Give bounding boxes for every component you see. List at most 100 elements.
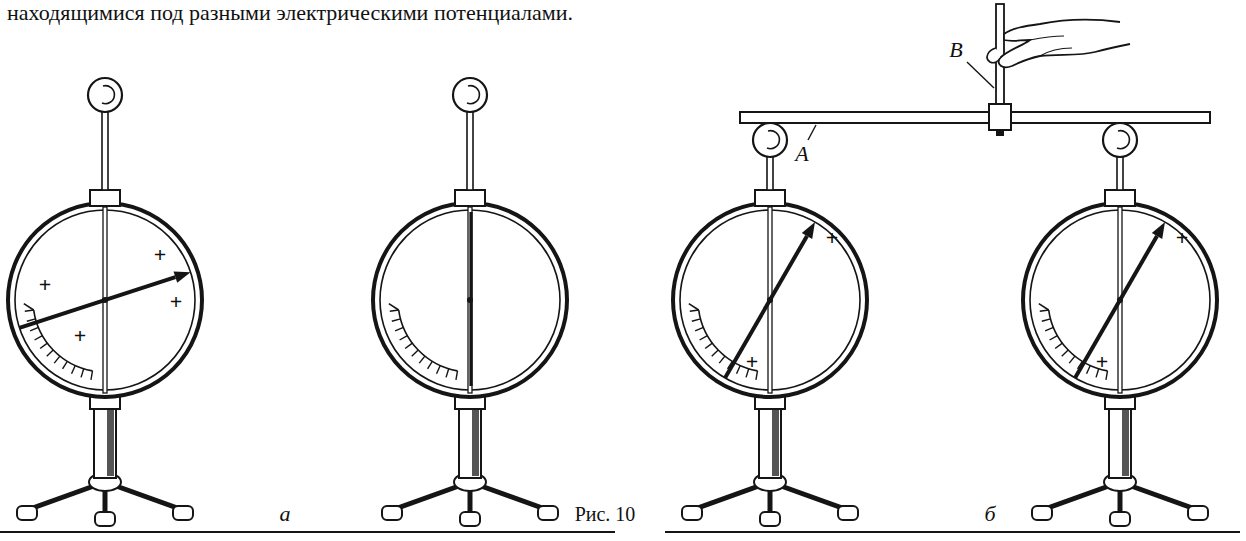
charge-sign: + bbox=[746, 350, 759, 374]
part-label: A bbox=[795, 142, 808, 166]
case-ring bbox=[1023, 203, 1217, 397]
text-line: находящимися под разными электрическими … bbox=[7, 1, 573, 25]
needle-arrowhead bbox=[802, 222, 815, 239]
hand-finger bbox=[987, 48, 1000, 63]
charge-sign: + bbox=[74, 324, 87, 348]
scale-tick bbox=[35, 336, 43, 340]
electrometer bbox=[8, 78, 202, 526]
scale-tick bbox=[405, 343, 412, 348]
scale-tick bbox=[1050, 336, 1058, 340]
tripod-foot bbox=[95, 512, 115, 526]
scale-tick bbox=[437, 366, 441, 374]
scale-tick bbox=[47, 350, 53, 356]
charge-sign: + bbox=[1096, 350, 1109, 374]
tripod-foot bbox=[1188, 506, 1208, 520]
conductor-ball bbox=[1103, 123, 1137, 157]
tripod-foot bbox=[460, 512, 480, 526]
tripod-foot bbox=[760, 512, 780, 526]
scale-arc bbox=[399, 310, 458, 371]
scale-tick bbox=[737, 366, 741, 374]
scale-tick bbox=[27, 319, 36, 321]
scale-tick bbox=[54, 356, 60, 363]
holder-rod bbox=[468, 207, 472, 393]
scale-tick bbox=[91, 371, 93, 380]
scale-tick bbox=[700, 336, 708, 340]
scale-tick bbox=[428, 361, 433, 369]
panel-letter: б bbox=[984, 502, 995, 526]
scale-tick bbox=[1069, 356, 1075, 363]
scale-tick bbox=[456, 371, 458, 380]
scale-tick bbox=[81, 369, 84, 378]
scale-tick bbox=[400, 336, 408, 340]
tripod-foot bbox=[538, 506, 558, 520]
needle-pivot bbox=[767, 297, 773, 303]
scale-tick bbox=[695, 327, 703, 330]
charge-sign: + bbox=[154, 243, 167, 267]
case-ring bbox=[673, 203, 867, 397]
electrometer bbox=[1023, 123, 1217, 526]
stand-shade bbox=[1122, 410, 1129, 476]
scale-end bbox=[1039, 304, 1049, 310]
ball-stem bbox=[102, 110, 108, 190]
electrometer bbox=[673, 123, 867, 526]
scale-tick bbox=[395, 327, 403, 330]
case-ring bbox=[373, 203, 567, 397]
part-label: B bbox=[949, 38, 962, 62]
ball-highlight bbox=[102, 86, 114, 104]
ball-highlight bbox=[767, 131, 779, 149]
ground-line bbox=[0, 531, 615, 533]
top-fitting bbox=[755, 190, 785, 206]
scale-tick bbox=[25, 310, 34, 311]
scale-tick bbox=[412, 350, 418, 356]
charge-sign: + bbox=[39, 273, 52, 297]
tripod-foot bbox=[382, 506, 402, 520]
stand-stem bbox=[759, 408, 781, 478]
scale-tick bbox=[1040, 310, 1049, 311]
scale-end bbox=[24, 304, 34, 310]
clamp-screw bbox=[996, 130, 1004, 136]
electrometer bbox=[373, 78, 567, 526]
tripod-foot bbox=[1110, 512, 1130, 526]
needle-arrowhead bbox=[174, 271, 191, 282]
stand-stem bbox=[1109, 408, 1131, 478]
leader-line bbox=[967, 62, 994, 88]
leader-line bbox=[808, 125, 816, 140]
tripod-foot bbox=[1032, 506, 1052, 520]
needle-pivot bbox=[1117, 297, 1123, 303]
hand bbox=[999, 20, 1130, 67]
ground-line bbox=[665, 531, 1240, 533]
scale-tick bbox=[72, 366, 76, 374]
conductor-ball bbox=[753, 123, 787, 157]
charge-sign: + bbox=[1176, 226, 1189, 250]
ball-stem bbox=[467, 110, 473, 190]
charge-sign: + bbox=[170, 290, 183, 314]
scale-tick bbox=[1062, 350, 1068, 356]
needle-pivot bbox=[467, 297, 473, 303]
scale-tick bbox=[712, 350, 718, 356]
panel-letter: а bbox=[280, 502, 291, 526]
ball-stem bbox=[767, 155, 773, 190]
scale-tick bbox=[30, 327, 38, 330]
conductor-ball bbox=[88, 78, 122, 112]
ball-highlight bbox=[1117, 131, 1129, 149]
tripod-foot bbox=[17, 506, 37, 520]
scale-tick bbox=[705, 343, 712, 348]
scale-tick bbox=[1087, 366, 1091, 374]
case-glass bbox=[380, 210, 560, 390]
case-ring bbox=[8, 203, 202, 397]
tripod-foot bbox=[682, 506, 702, 520]
scale-tick bbox=[1055, 343, 1062, 348]
hand-crease bbox=[1030, 36, 1072, 56]
top-fitting bbox=[90, 190, 120, 206]
ball-stem bbox=[1117, 155, 1123, 190]
needle bbox=[725, 236, 807, 378]
scale-tick bbox=[392, 319, 401, 321]
stand-shade bbox=[772, 410, 779, 476]
scale-tick bbox=[1042, 319, 1051, 321]
top-fitting bbox=[1105, 190, 1135, 206]
ball-highlight bbox=[467, 86, 479, 104]
scale-tick bbox=[719, 356, 725, 363]
needle-pivot bbox=[102, 297, 108, 303]
